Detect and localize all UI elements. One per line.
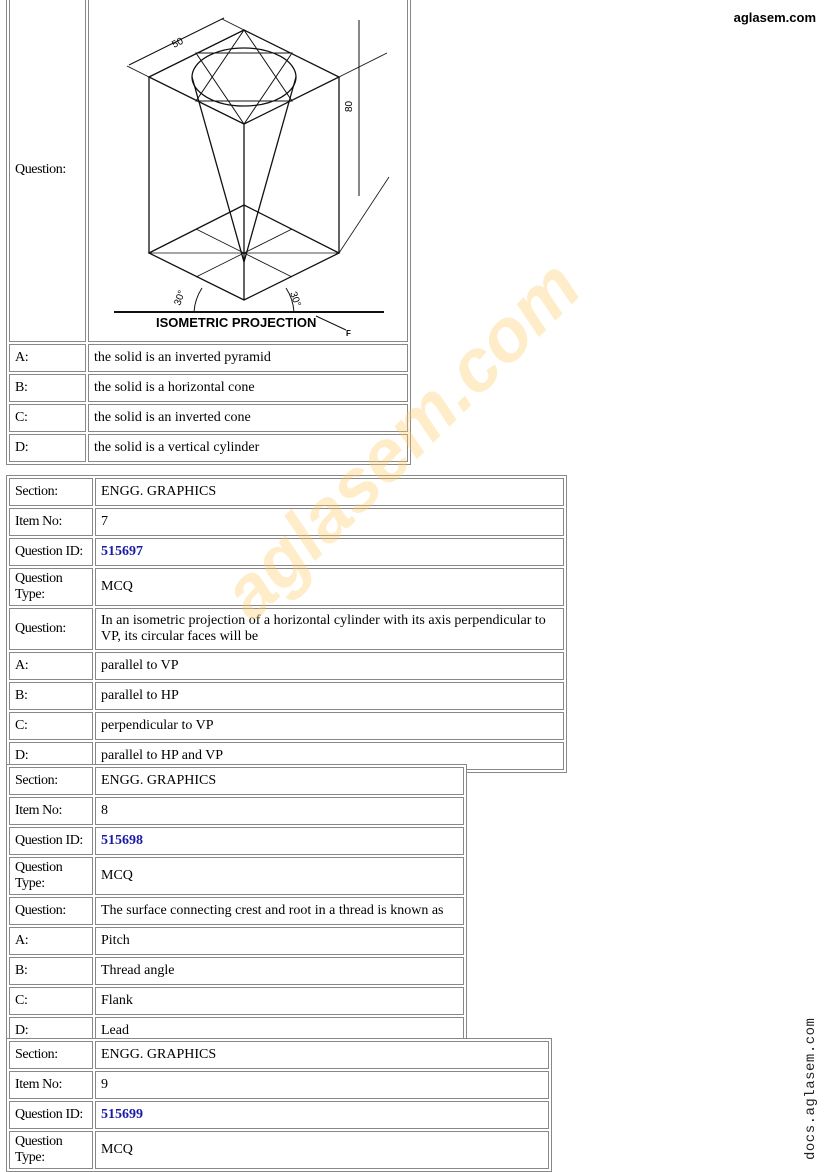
dim-side-label: 80 — [344, 100, 355, 112]
question-table-8: Section: ENGG. GRAPHICS Item No: 8 Quest… — [6, 764, 467, 1048]
side-brand: docs.aglasem.com — [803, 1017, 819, 1160]
section-label: Section: — [9, 767, 93, 795]
option-row: C: perpendicular to VP — [9, 712, 564, 740]
section-label: Section: — [9, 1041, 93, 1069]
item-no-label: Item No: — [9, 1071, 93, 1099]
option-key: A: — [9, 344, 86, 372]
option-key: A: — [9, 927, 93, 955]
option-row: B: parallel to HP — [9, 682, 564, 710]
option-text: Flank — [95, 987, 464, 1015]
option-key: C: — [9, 987, 93, 1015]
figure-marker: F — [346, 329, 351, 338]
question-id-label: Question ID: — [9, 827, 93, 855]
option-key: B: — [9, 682, 93, 710]
question-text: The surface connecting crest and root in… — [95, 897, 464, 925]
option-text: the solid is a vertical cylinder — [88, 434, 408, 462]
brand-header: aglasem.com — [733, 10, 816, 25]
option-key: C: — [9, 712, 93, 740]
option-row: B: the solid is a horizontal cone — [9, 374, 408, 402]
option-row: B: Thread angle — [9, 957, 464, 985]
option-key: B: — [9, 374, 86, 402]
option-key: B: — [9, 957, 93, 985]
cone-generator-right — [243, 76, 297, 263]
question-id-label: Question ID: — [9, 1101, 93, 1129]
option-text: Thread angle — [95, 957, 464, 985]
question-type-label: Question Type: — [9, 1131, 93, 1169]
question-type-value: MCQ — [95, 568, 564, 606]
option-text: the solid is a horizontal cone — [88, 374, 408, 402]
question-id-label: Question ID: — [9, 538, 93, 566]
top-ellipse — [191, 47, 297, 107]
option-text: the solid is an inverted cone — [88, 404, 408, 432]
section-value: ENGG. GRAPHICS — [95, 1041, 549, 1069]
question-type-label: Question Type: — [9, 568, 93, 606]
option-text: perpendicular to VP — [95, 712, 564, 740]
section-value: ENGG. GRAPHICS — [95, 478, 564, 506]
item-no-value: 8 — [95, 797, 464, 825]
option-row: C: the solid is an inverted cone — [9, 404, 408, 432]
option-key: C: — [9, 404, 86, 432]
question-label: Question: — [9, 608, 93, 650]
figure-caption: ISOMETRIC PROJECTION — [156, 315, 316, 330]
option-text: parallel to VP — [95, 652, 564, 680]
question-type-value: MCQ — [95, 857, 464, 895]
option-text: the solid is an inverted pyramid — [88, 344, 408, 372]
question-table-7: Section: ENGG. GRAPHICS Item No: 7 Quest… — [6, 475, 567, 773]
option-key: A: — [9, 652, 93, 680]
item-no-value: 7 — [95, 508, 564, 536]
question-id-value: 515697 — [95, 538, 564, 566]
section-label: Section: — [9, 478, 93, 506]
option-row: C: Flank — [9, 987, 464, 1015]
cone-generator-left — [191, 76, 245, 263]
question-id-value: 515698 — [95, 827, 464, 855]
item-no-label: Item No: — [9, 508, 93, 536]
angle-left-label: 30° — [172, 289, 188, 307]
section-value: ENGG. GRAPHICS — [95, 767, 464, 795]
question-id-value: 515699 — [95, 1101, 549, 1129]
option-row: D: the solid is a vertical cylinder — [9, 434, 408, 462]
option-text: parallel to HP — [95, 682, 564, 710]
question-table-9: Section: ENGG. GRAPHICS Item No: 9 Quest… — [6, 1038, 552, 1172]
dim-top-label: 50 — [170, 36, 185, 51]
question-type-value: MCQ — [95, 1131, 549, 1169]
option-row: A: the solid is an inverted pyramid — [9, 344, 408, 372]
item-no-label: Item No: — [9, 797, 93, 825]
option-row: A: parallel to VP — [9, 652, 564, 680]
question-text: In an isometric projection of a horizont… — [95, 608, 564, 650]
isometric-projection-figure: 50 80 30° 30° ISOMETRIC PROJECTION F — [114, 17, 390, 338]
question-table-6: Question: — [6, 0, 411, 465]
option-row: A: Pitch — [9, 927, 464, 955]
question-type-label: Question Type: — [9, 857, 93, 895]
question-label: Question: — [9, 897, 93, 925]
item-no-value: 9 — [95, 1071, 549, 1099]
option-key: D: — [9, 434, 86, 462]
question-label: Question: — [9, 0, 86, 342]
option-text: Pitch — [95, 927, 464, 955]
angle-right-label: 30° — [287, 290, 303, 308]
figure-cell: 50 80 30° 30° ISOMETRIC PROJECTION F — [88, 0, 408, 342]
